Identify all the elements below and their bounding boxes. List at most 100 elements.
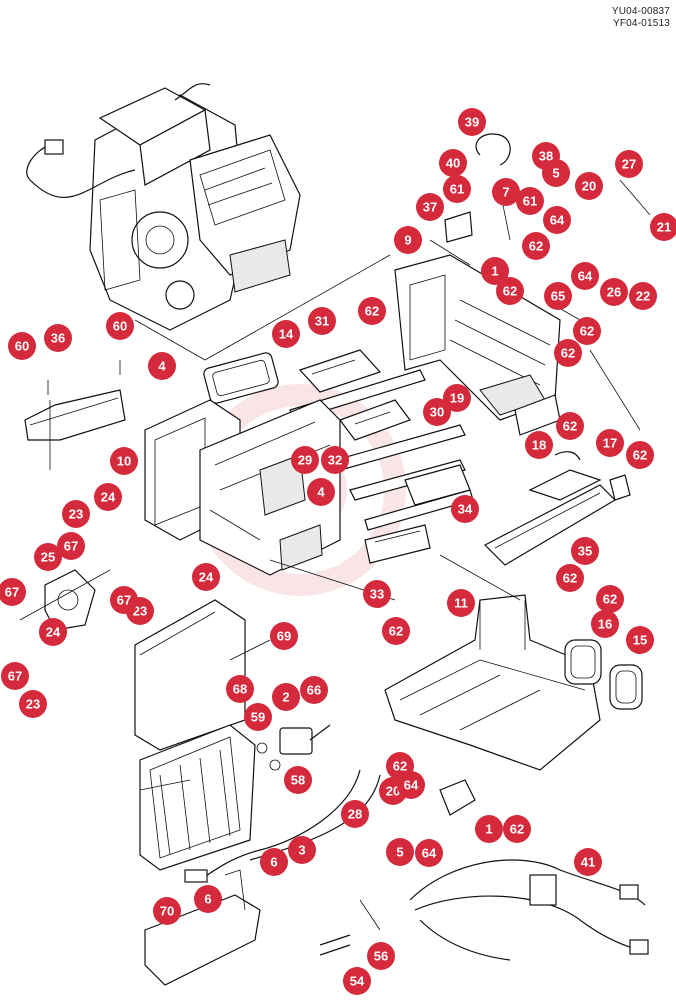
callout-badge	[423, 398, 451, 426]
callout-badge	[556, 564, 584, 592]
wiring-harness	[184, 769, 649, 961]
callout-badge	[439, 149, 467, 177]
callout-badge	[288, 836, 316, 864]
callout-label: 62	[563, 571, 577, 586]
callout-badge	[291, 446, 319, 474]
callout-badge	[307, 478, 335, 506]
callout-65: 65	[544, 282, 572, 310]
callout-67: 67	[0, 578, 26, 606]
upper-blower-case	[394, 254, 561, 421]
callout-badge	[574, 848, 602, 876]
callout-badge	[106, 312, 134, 340]
callout-62: 62	[382, 617, 410, 645]
callout-label: 62	[510, 822, 524, 837]
callout-label: 24	[46, 625, 61, 640]
callout-badge	[443, 175, 471, 203]
callout-badge	[300, 676, 328, 704]
callout-label: 61	[523, 194, 537, 209]
callout-label: 62	[365, 304, 379, 319]
callout-69: 69	[270, 622, 298, 650]
callout-62: 62	[496, 277, 524, 305]
callout-badge	[458, 108, 486, 136]
callout-badge	[244, 703, 272, 731]
callout-14: 14	[272, 320, 300, 348]
callout-badge	[556, 412, 584, 440]
part-code-secondary: YF04-01513	[612, 18, 670, 29]
callout-badge	[1, 662, 29, 690]
callout-badge	[447, 589, 475, 617]
callout-label: 5	[552, 166, 559, 181]
callout-label: 29	[298, 453, 312, 468]
callout-badge	[481, 257, 509, 285]
callout-badge	[0, 578, 26, 606]
callout-31: 31	[308, 307, 336, 335]
evaporator-assembly	[134, 599, 261, 986]
callout-28: 28	[341, 800, 369, 828]
callout-badge	[503, 815, 531, 843]
callout-label: 64	[404, 778, 419, 793]
callout-6: 6	[260, 848, 288, 876]
callout-badge	[543, 206, 571, 234]
callout-39: 39	[458, 108, 486, 136]
callout-label: 62	[561, 346, 575, 361]
callout-label: 67	[5, 585, 19, 600]
callout-4: 4	[307, 478, 335, 506]
callout-label: 54	[350, 974, 365, 989]
callout-badge	[496, 277, 524, 305]
callout-40: 40	[439, 149, 467, 177]
callout-label: 16	[598, 617, 612, 632]
callout-label: 19	[450, 391, 464, 406]
callout-34: 34	[451, 495, 479, 523]
callout-badge	[39, 618, 67, 646]
callout-badge	[544, 282, 572, 310]
callout-badge	[341, 800, 369, 828]
callout-label: 67	[8, 669, 22, 684]
callout-64: 64	[397, 771, 425, 799]
callout-35: 35	[571, 537, 599, 565]
callout-badge	[272, 320, 300, 348]
callout-badge	[153, 897, 181, 925]
callout-badge	[260, 848, 288, 876]
callout-21: 21	[650, 213, 676, 241]
callout-label: 24	[101, 490, 116, 505]
callout-label: 65	[551, 289, 565, 304]
callout-label: 62	[529, 239, 543, 254]
callout-label: 34	[458, 502, 473, 517]
callout-11: 11	[447, 589, 475, 617]
callout-badge	[19, 690, 47, 718]
callout-label: 20	[582, 179, 596, 194]
part-code-primary: YU04-00837	[611, 6, 670, 17]
callout-60: 60	[106, 312, 134, 340]
callout-label: 25	[41, 550, 55, 565]
callout-label: 59	[251, 710, 265, 725]
callout-badge	[284, 766, 312, 794]
defroster-duct	[483, 394, 631, 566]
callout-badge	[343, 967, 371, 995]
callout-label: 60	[15, 339, 29, 354]
callout-label: 28	[348, 807, 362, 822]
callout-30: 30	[423, 398, 451, 426]
callout-badge	[363, 580, 391, 608]
callout-62: 62	[358, 297, 386, 325]
callout-badge	[110, 447, 138, 475]
callout-4: 4	[148, 352, 176, 380]
heater-case	[144, 399, 341, 576]
callout-61: 61	[516, 187, 544, 215]
callout-badge	[591, 610, 619, 638]
callout-badge	[525, 431, 553, 459]
callout-20: 20	[575, 172, 603, 200]
callout-badge	[34, 543, 62, 571]
callout-67: 67	[57, 532, 85, 560]
callout-badge	[272, 683, 300, 711]
callout-badge	[596, 585, 624, 613]
callout-36: 36	[44, 324, 72, 352]
callout-badge	[443, 384, 471, 412]
callout-label: 35	[578, 544, 592, 559]
callout-label: 27	[622, 157, 636, 172]
expansion-valve	[256, 724, 331, 771]
callout-label: 69	[277, 629, 291, 644]
callout-badge	[44, 324, 72, 352]
callout-label: 5	[396, 845, 403, 860]
